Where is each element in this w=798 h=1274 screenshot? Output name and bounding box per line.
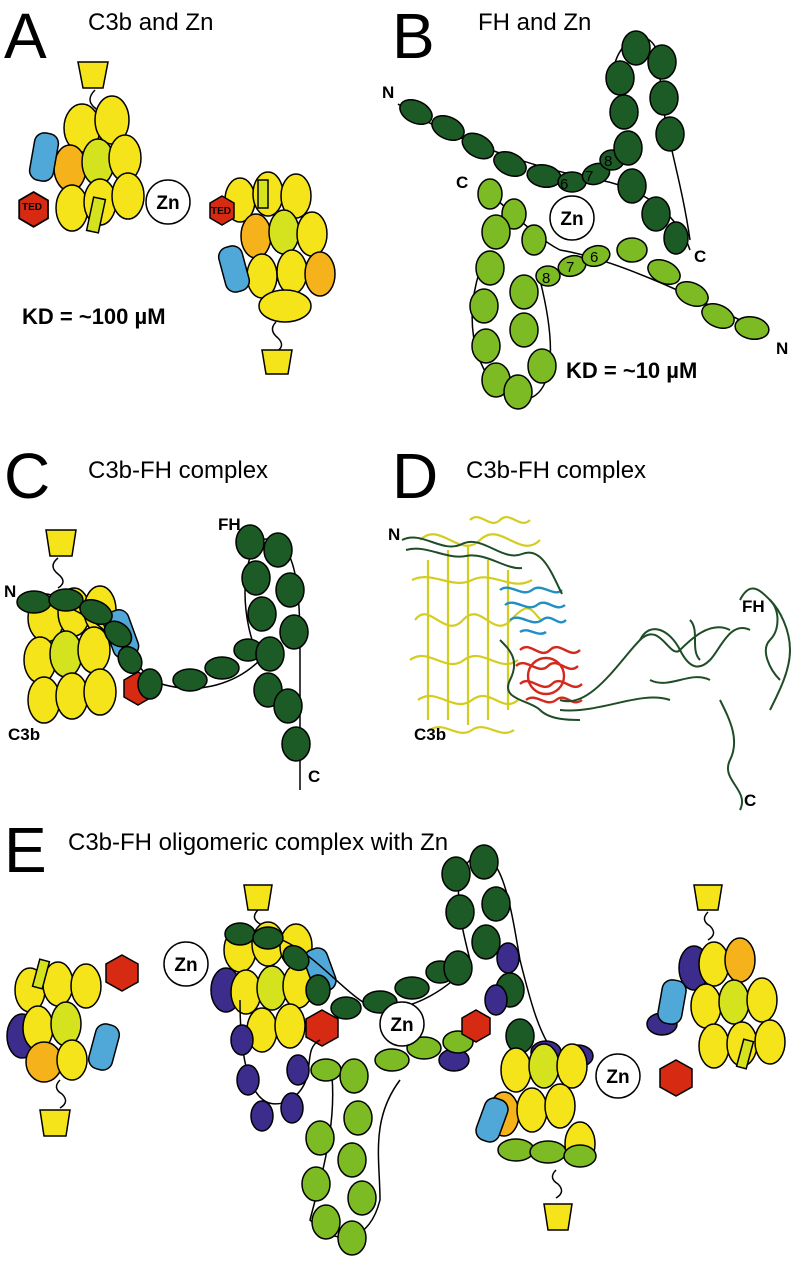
- panel-c-letter: C: [4, 440, 50, 512]
- panel-b-letter: B: [392, 0, 435, 72]
- panel-c-title: C3b-FH complex: [88, 457, 268, 484]
- panel-d: D C3b-FH complex: [388, 440, 792, 811]
- panel-a: A C3b and Zn TED Zn: [4, 0, 336, 375]
- c-label-c: C: [308, 767, 320, 786]
- zn-circle-b: [549, 195, 595, 241]
- panel-e: E C3b-FH oligomeric complex with Zn Zn: [4, 814, 786, 1256]
- n-label-b-light: N: [776, 339, 788, 358]
- fh-ribbon-structure: [401, 536, 792, 811]
- panel-b-title: FH and Zn: [478, 9, 591, 36]
- fh-molecule-light: [469, 178, 770, 410]
- scr-7-light: 7: [566, 259, 574, 276]
- kd-label-b: KD = ~10 µM: [566, 358, 697, 383]
- scr-6-light: 6: [590, 249, 598, 266]
- fh-molecule-dark: [397, 30, 691, 255]
- scr-8-light: 8: [542, 270, 550, 287]
- fh-molecule-e-light: [301, 1030, 474, 1256]
- panel-e-title: C3b-FH oligomeric complex with Zn: [68, 829, 448, 856]
- c3b-molecule-e-2: [210, 884, 339, 1053]
- panel-c: C C3b-FH complex: [4, 440, 320, 790]
- panel-a-title: C3b and Zn: [88, 9, 213, 36]
- fh-label-c: FH: [218, 515, 241, 534]
- zn-label-e-2: Zn: [390, 1015, 413, 1036]
- panel-b: B FH and Zn 6 7 8 Zn: [382, 0, 788, 410]
- c3b-molecule-c: [23, 529, 153, 724]
- zn-circle-e-2: [379, 1001, 425, 1047]
- ted-label-a-left: TED: [22, 202, 42, 213]
- panel-d-letter: D: [392, 440, 438, 512]
- c-label-d: C: [744, 791, 756, 810]
- fh-molecule-c: [16, 524, 311, 790]
- kd-label-a: KD = ~100 µM: [22, 304, 166, 329]
- zn-label-a: Zn: [156, 193, 179, 214]
- scr-6-dark: 6: [560, 176, 568, 193]
- red-ribbon-domain-ted: [515, 645, 583, 704]
- scr-8-dark: 8: [604, 153, 612, 170]
- panel-e-letter: E: [4, 814, 47, 886]
- zn-circle-a: [145, 179, 191, 225]
- c-label-b-light: C: [456, 173, 468, 192]
- ted-label-a-right: TED: [211, 206, 231, 217]
- zn-circle-e-3: [595, 1053, 641, 1099]
- scr-7-dark: 7: [585, 168, 593, 185]
- c3b-label-c: C3b: [8, 725, 40, 744]
- c3b-molecule-a-left: [18, 61, 145, 234]
- n-label-c: N: [4, 582, 16, 601]
- c3b-ribbon-structure: [409, 516, 542, 734]
- panel-d-title: C3b-FH complex: [466, 457, 646, 484]
- panel-a-letter: A: [4, 0, 47, 72]
- fh-molecule-e-dark: [224, 844, 561, 1061]
- n-label-b-dark: N: [382, 83, 394, 102]
- c3b-molecule-e-3: [461, 1009, 597, 1231]
- blue-ribbon-domain: [499, 586, 567, 635]
- zn-label-e-3: Zn: [606, 1067, 629, 1088]
- zn-circle-e-1: [163, 941, 209, 987]
- n-label-d: N: [388, 525, 400, 544]
- c3b-molecule-a-right: [209, 171, 336, 375]
- c3b-label-d: C3b: [414, 725, 446, 744]
- c3b-molecule-e-4: [657, 884, 786, 1097]
- c-label-b-dark: C: [694, 247, 706, 266]
- zn-label-e-1: Zn: [174, 955, 197, 976]
- zn-label-b: Zn: [560, 209, 583, 230]
- fh-label-d: FH: [742, 597, 765, 616]
- c3b-molecule-e-1: [6, 954, 139, 1137]
